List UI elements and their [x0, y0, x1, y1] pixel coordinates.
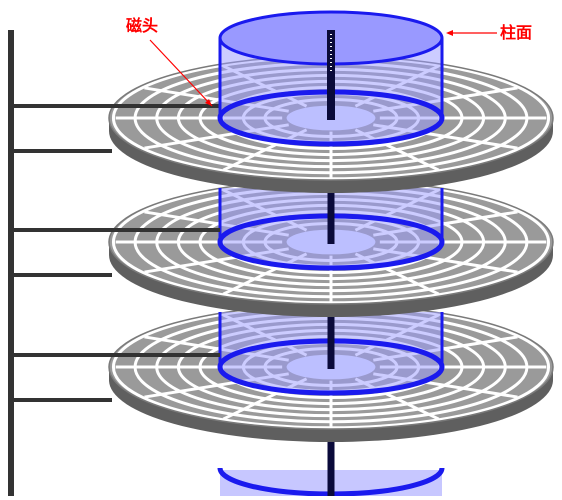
cylinder-top-walls — [218, 38, 444, 118]
platter-2 — [14, 179, 554, 317]
arrow-cylinder-pointer — [446, 30, 453, 36]
actuator-post — [8, 30, 14, 496]
label-head: 磁头 — [126, 16, 159, 35]
arrow-head-pointer — [205, 99, 212, 106]
pointer-head — [149, 39, 213, 107]
label-cylinder: 柱面 — [500, 23, 533, 42]
platter-3 — [14, 304, 554, 442]
